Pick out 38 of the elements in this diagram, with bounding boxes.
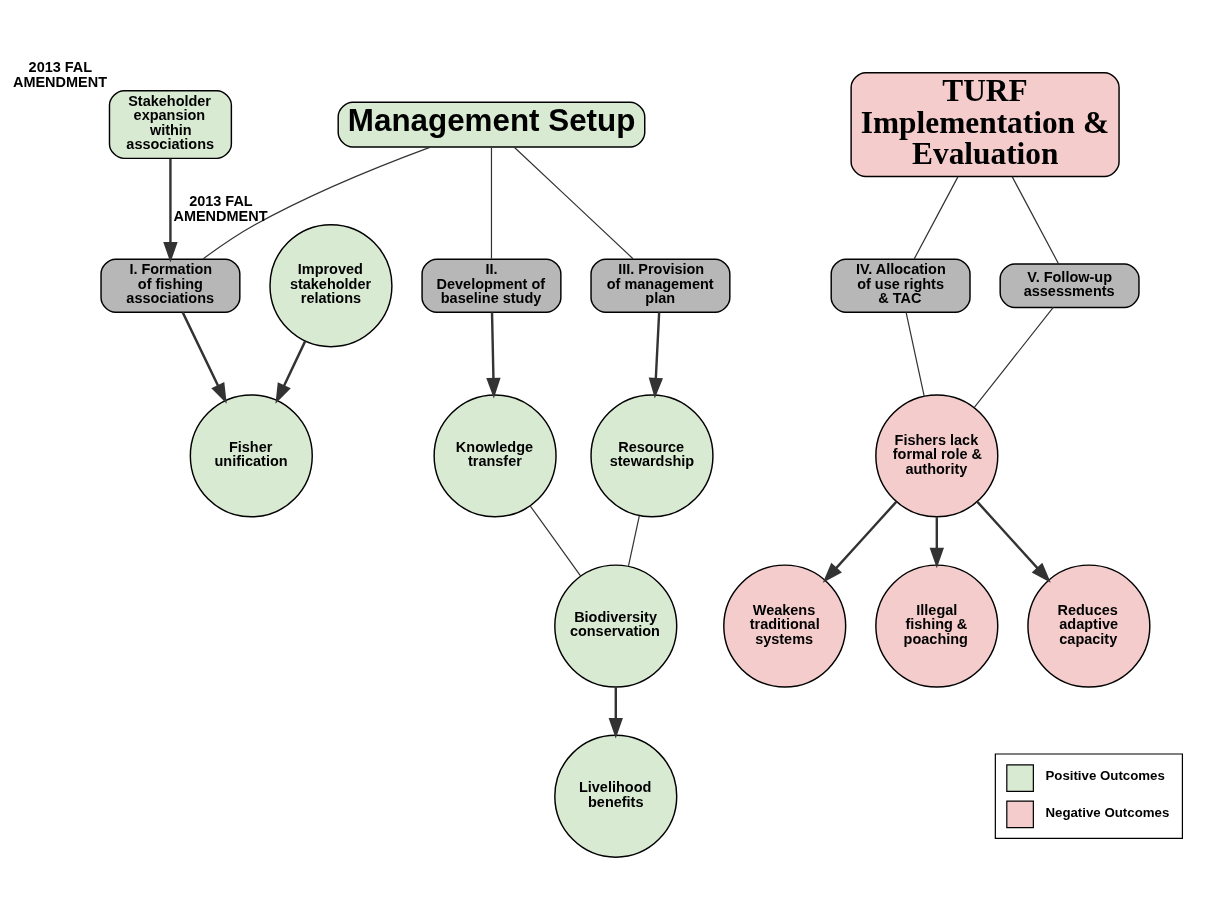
node-label: 2013 FAL AMENDMENT	[12, 58, 107, 90]
connector	[627, 514, 640, 567]
node-circle: Illegal fishing & poaching	[875, 563, 999, 688]
node-circle: Improved stakeholder relations	[269, 223, 393, 347]
node-circle: Fishers lack formal role & authority	[875, 393, 999, 518]
node-circle: Fisher unification	[189, 393, 313, 518]
connector	[905, 311, 925, 397]
connector	[513, 146, 634, 259]
arrow	[929, 516, 944, 568]
node-box: V. Follow-up assessments	[999, 262, 1140, 308]
connector	[913, 175, 959, 259]
node-box: III. Provision of management plan	[590, 257, 731, 313]
node-circle: Resource stewardship	[590, 393, 714, 518]
node-box: Stakeholder expansion within associations	[108, 89, 233, 159]
connector	[1011, 175, 1060, 264]
legend-label: Negative Outcomes	[1045, 804, 1170, 819]
node-box: IV. Allocation of use rights & TAC	[830, 257, 971, 313]
arrow	[976, 500, 1051, 583]
arrow	[163, 158, 178, 263]
arrow	[486, 311, 501, 398]
node-label: 2013 FAL AMENDMENT	[173, 192, 268, 224]
node-circle: Knowledge transfer	[433, 393, 557, 518]
arrow	[608, 686, 623, 738]
node-box: TURF Implementation & Evaluation	[850, 71, 1120, 177]
node-circle: Livelihood benefits	[554, 734, 678, 858]
connector	[202, 146, 432, 259]
arrow	[275, 340, 307, 404]
node-box: II. Development of baseline study	[421, 257, 562, 313]
node-box: I. Formation of fishing associations	[100, 257, 241, 313]
node-circle: Biodiversity conservation	[554, 563, 678, 688]
arrow	[181, 311, 227, 404]
node-box: Management Setup	[337, 101, 646, 148]
connector	[973, 306, 1054, 408]
connector	[529, 504, 582, 577]
legend-label: Positive Outcomes	[1045, 767, 1165, 783]
connector	[490, 146, 493, 259]
arrow	[648, 311, 664, 398]
arrow	[822, 500, 898, 583]
